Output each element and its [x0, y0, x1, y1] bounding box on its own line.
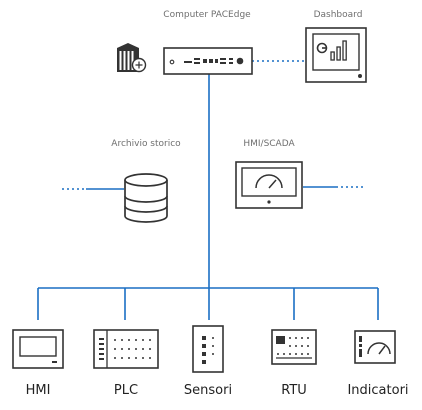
rtu-icon: [271, 329, 317, 365]
server-rack-icon: [117, 43, 147, 73]
dashboard-icon: [305, 27, 367, 83]
device-label-rtu: RTU: [281, 383, 307, 398]
hmi-scada-label: HMI/SCADA: [243, 139, 295, 149]
indicator-gauge-icon: [354, 330, 396, 364]
computer-pacedge-icon: [163, 47, 253, 75]
device-label-indicatori: Indicatori: [347, 383, 409, 398]
archive-label: Archivio storico: [111, 139, 181, 149]
hmi-scada-icon: [235, 161, 303, 209]
device-label-plc: PLC: [113, 383, 139, 398]
device-label-hmi: HMI: [25, 383, 51, 398]
database-icon: [124, 173, 168, 223]
dashboard-label: Dashboard: [313, 10, 363, 20]
sensor-icon: [192, 325, 224, 373]
connection-lines: [37, 60, 379, 320]
plc-icon: [93, 329, 159, 369]
computer-pacedge-label: Computer PACEdge: [163, 10, 251, 20]
device-label-sensori: Sensori: [183, 383, 233, 398]
hmi-device-icon: [12, 329, 64, 369]
